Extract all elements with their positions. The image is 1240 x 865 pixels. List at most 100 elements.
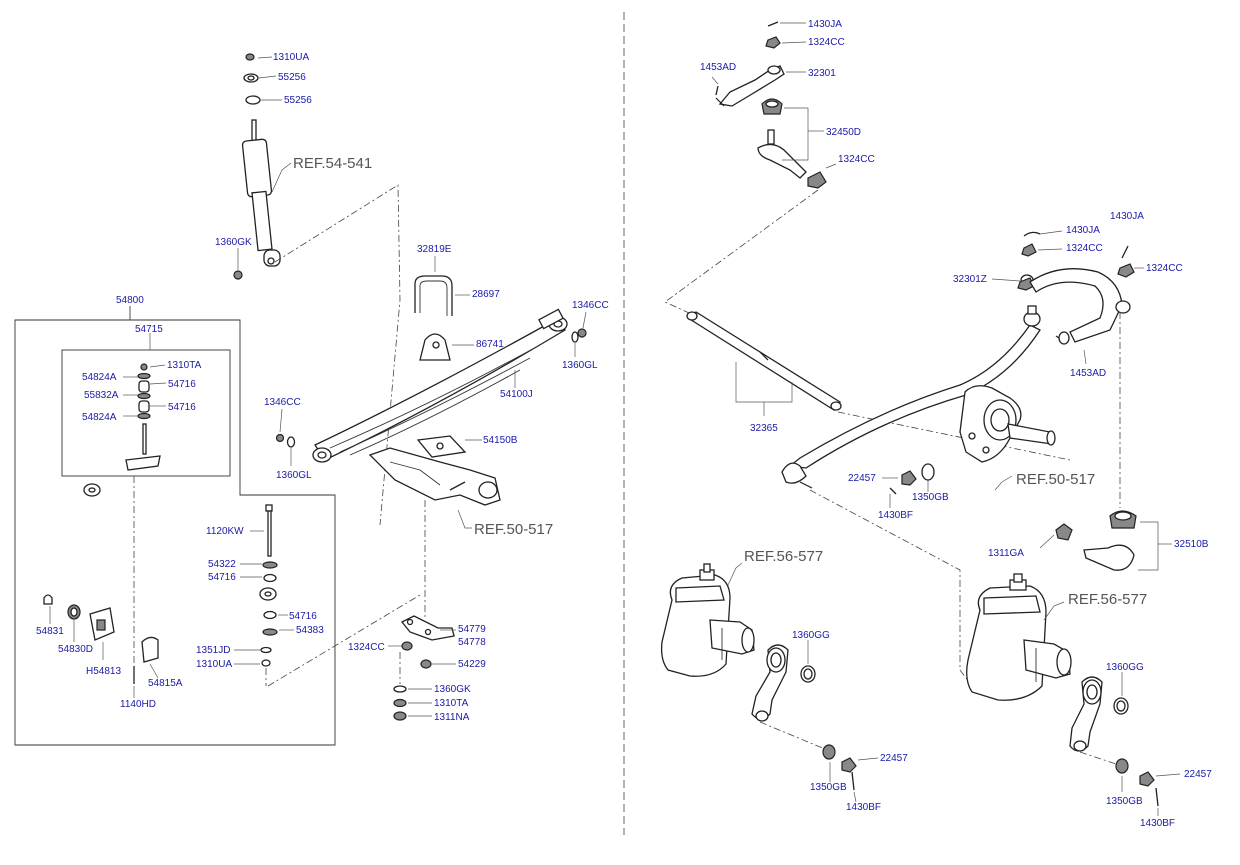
link-dashline xyxy=(267,594,421,687)
part-32450D[interactable]: 32450D xyxy=(826,127,861,138)
part-1430BF-mid[interactable]: 1430BF xyxy=(878,510,913,521)
part-1324CC-top-b[interactable]: 1324CC xyxy=(838,154,875,165)
leaf-spring xyxy=(312,308,568,463)
bump-stopper xyxy=(419,333,474,361)
part-1360GG-right[interactable]: 1360GG xyxy=(1106,662,1144,673)
part-1310TA-link[interactable]: 1310TA xyxy=(434,698,469,709)
ref-50-517-left[interactable]: REF.50-517 xyxy=(474,521,553,538)
steering-knuckle xyxy=(959,385,1056,491)
part-54229[interactable]: 54229 xyxy=(458,659,486,670)
drag-link-hardware xyxy=(882,463,935,508)
part-1140HD[interactable]: 1140HD xyxy=(120,699,156,710)
ref-56-577-left[interactable]: REF.56-577 xyxy=(744,548,823,565)
part-1311NA[interactable]: 1311NA xyxy=(434,712,470,723)
ref-50-517-right[interactable]: REF.50-517 xyxy=(1016,471,1095,488)
part-1350GB-left[interactable]: 1350GB xyxy=(810,782,847,793)
tie-rod-end-lower xyxy=(1039,510,1172,571)
part-22457-mid[interactable]: 22457 xyxy=(848,473,876,484)
part-55832A[interactable]: 55832A xyxy=(84,390,119,401)
part-1311GA[interactable]: 1311GA xyxy=(988,548,1024,559)
part-1324CC-mid[interactable]: 1324CC xyxy=(1066,243,1103,254)
part-1430JA-right[interactable]: 1430JA xyxy=(1110,211,1144,222)
shock-absorber xyxy=(233,53,292,280)
part-1310UA-bottom[interactable]: 1310UA xyxy=(196,659,232,670)
part-1360GK-shock[interactable]: 1360GK xyxy=(215,237,252,248)
steering-gear-left xyxy=(660,562,755,677)
part-86741[interactable]: 86741 xyxy=(476,339,504,350)
part-1120KW[interactable]: 1120KW xyxy=(206,526,244,537)
part-1430JA-mid[interactable]: 1430JA xyxy=(1066,225,1100,236)
kit-bushing-stack xyxy=(123,363,167,471)
part-54715[interactable]: 54715 xyxy=(135,324,163,335)
part-H54813[interactable]: H54813 xyxy=(86,666,121,677)
part-54716-kit-b[interactable]: 54716 xyxy=(168,402,196,413)
steering-gear-right xyxy=(966,573,1072,701)
part-54100J[interactable]: 54100J xyxy=(500,389,533,400)
stabilizer-bar xyxy=(25,482,277,639)
part-32819E[interactable]: 32819E xyxy=(417,244,452,255)
part-22457-right[interactable]: 22457 xyxy=(1184,769,1212,780)
stabilizer-bushings xyxy=(43,476,159,698)
part-1350GB-mid[interactable]: 1350GB xyxy=(912,492,949,503)
pitman-arm-left xyxy=(751,640,879,803)
part-1346CC-right[interactable]: 1346CC xyxy=(572,300,609,311)
part-1360GK-link[interactable]: 1360GK xyxy=(434,684,471,695)
part-28697[interactable]: 28697 xyxy=(472,289,500,300)
drag-link-dashline-top xyxy=(664,189,819,319)
part-54322[interactable]: 54322 xyxy=(208,559,236,570)
stabilizer-frame xyxy=(14,306,336,746)
part-1351JD[interactable]: 1351JD xyxy=(196,645,230,656)
part-1430JA-top[interactable]: 1430JA xyxy=(808,19,842,30)
part-1453AD-mid[interactable]: 1453AD xyxy=(1070,368,1106,379)
spring-nut-left xyxy=(275,408,296,466)
part-32365[interactable]: 32365 xyxy=(750,423,778,434)
part-55256-a[interactable]: 55256 xyxy=(278,72,306,83)
part-55256-b[interactable]: 55256 xyxy=(284,95,312,106)
part-32301Z[interactable]: 32301Z xyxy=(953,274,987,285)
part-54800[interactable]: 54800 xyxy=(116,295,144,306)
part-54716-b[interactable]: 54716 xyxy=(289,611,317,622)
part-54778[interactable]: 54778 xyxy=(458,637,486,648)
stabilizer-link-stack xyxy=(234,504,294,686)
part-32301[interactable]: 32301 xyxy=(808,68,836,79)
part-1350GB-right[interactable]: 1350GB xyxy=(1106,796,1143,807)
part-54824A-b[interactable]: 54824A xyxy=(82,412,117,423)
part-1310TA-kit[interactable]: 1310TA xyxy=(167,360,202,371)
part-1324CC-top-a[interactable]: 1324CC xyxy=(808,37,845,48)
pitman-arm-right xyxy=(1069,672,1181,816)
part-1310UA-top[interactable]: 1310UA xyxy=(273,52,309,63)
part-1430BF-right[interactable]: 1430BF xyxy=(1140,818,1175,829)
part-1430BF-left[interactable]: 1430BF xyxy=(846,802,881,813)
part-54815A[interactable]: 54815A xyxy=(148,678,183,689)
part-1453AD-top[interactable]: 1453AD xyxy=(700,62,736,73)
spring-nut-right xyxy=(571,311,587,357)
part-54831[interactable]: 54831 xyxy=(36,626,64,637)
part-54830D[interactable]: 54830D xyxy=(58,644,93,655)
tie-rod-end-top xyxy=(711,21,837,189)
part-1360GL-left[interactable]: 1360GL xyxy=(276,470,312,481)
part-54716-a[interactable]: 54716 xyxy=(208,572,236,583)
part-54383[interactable]: 54383 xyxy=(296,625,324,636)
spring-seat-plate xyxy=(416,435,482,458)
drag-link-dashline-mid xyxy=(837,411,1071,461)
part-54150B[interactable]: 54150B xyxy=(483,435,518,446)
drag-link-tube xyxy=(686,311,842,416)
ref-54-541[interactable]: REF.54-541 xyxy=(293,155,372,172)
part-22457-left[interactable]: 22457 xyxy=(880,753,908,764)
tie-rod-upper-right xyxy=(1029,245,1135,508)
link-bracket xyxy=(388,615,456,721)
part-1346CC-left[interactable]: 1346CC xyxy=(264,397,301,408)
part-54779[interactable]: 54779 xyxy=(458,624,486,635)
kit-box xyxy=(61,349,231,477)
ref-56-577-right[interactable]: REF.56-577 xyxy=(1068,591,1147,608)
u-bolt xyxy=(414,256,470,316)
part-32510B[interactable]: 32510B xyxy=(1174,539,1209,550)
part-1324CC-right[interactable]: 1324CC xyxy=(1146,263,1183,274)
part-1324CC-link[interactable]: 1324CC xyxy=(348,642,385,653)
part-1360GG-left[interactable]: 1360GG xyxy=(792,630,830,641)
part-54824A-a[interactable]: 54824A xyxy=(82,372,117,383)
part-1360GL-right[interactable]: 1360GL xyxy=(562,360,598,371)
part-54716-kit-a[interactable]: 54716 xyxy=(168,379,196,390)
bent-tie-rod xyxy=(781,274,1041,489)
